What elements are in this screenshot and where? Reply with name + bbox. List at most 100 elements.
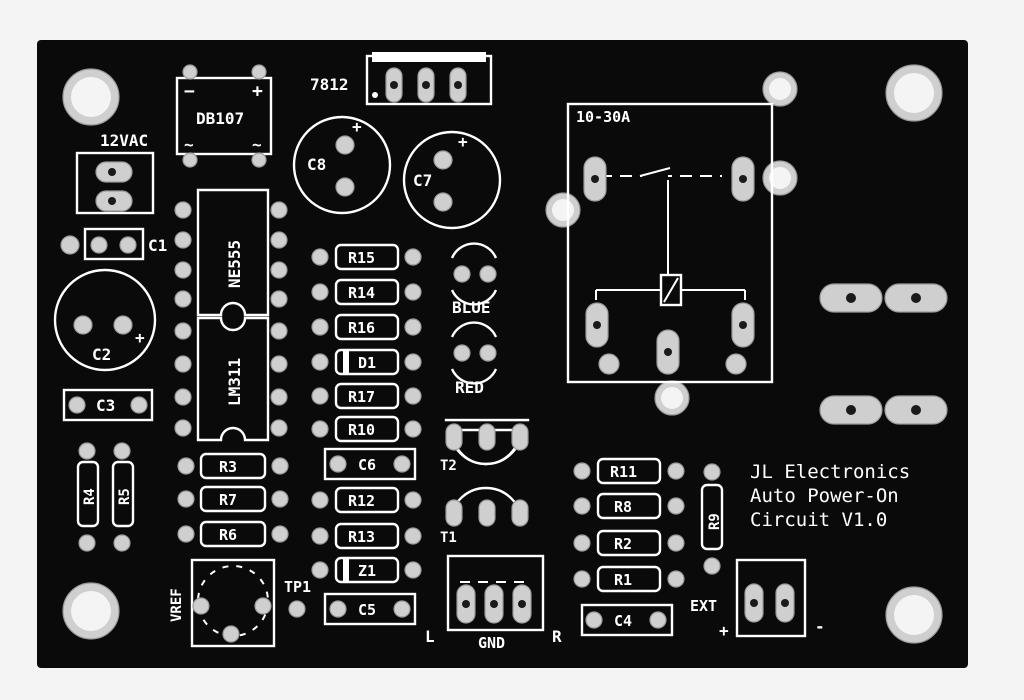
resistor-r4: R4 — [76, 442, 100, 552]
c8-label: C8 — [307, 155, 326, 174]
title-block: JL Electronics Auto Power-On Circuit V1.… — [750, 461, 910, 531]
r12-label: R12 — [348, 492, 375, 510]
vref-label: VREF — [169, 588, 185, 622]
ic-ne555: NE555 — [174, 188, 288, 317]
ac-input-connector: 12VAC — [75, 131, 155, 215]
r2-label: R2 — [614, 535, 632, 553]
led-red-label: RED — [455, 378, 484, 397]
resistor-r16: R16 — [311, 313, 422, 341]
resistor-r14: R14 — [311, 278, 422, 306]
trimmer-vref: VREF — [169, 558, 276, 648]
mounting-holes — [62, 64, 943, 644]
c2-label: C2 — [92, 345, 111, 364]
resistor-r2: R2 — [573, 529, 685, 557]
ic-lm311: LM311 — [174, 316, 288, 442]
transistor-t1: T1 — [440, 486, 529, 546]
r5-label: R5 — [117, 488, 133, 505]
resistor-r1: R1 — [573, 565, 685, 593]
right-label: R — [552, 627, 562, 646]
c1-label: C1 — [148, 236, 167, 255]
left-label: L — [425, 627, 435, 646]
r6-label: R6 — [219, 526, 237, 544]
capacitor-c4: C4 — [580, 603, 674, 637]
resistor-r7: R7 — [177, 485, 289, 513]
resistor-r15: R15 — [311, 243, 422, 271]
bridge-ac-left: ~ — [184, 135, 194, 154]
resistor-r5: R5 — [111, 442, 135, 552]
relay-rating-label: 10-30A — [576, 108, 630, 126]
bridge-rectifier-db107: − + DB107 ~ ~ — [175, 64, 273, 168]
c7-plus-label: + — [458, 132, 468, 151]
ac-input-label: 12VAC — [100, 131, 148, 150]
ext-plus-label: + — [719, 621, 729, 640]
resistor-r11: R11 — [573, 457, 685, 485]
z1-label: Z1 — [358, 562, 376, 580]
led-blue: BLUE — [450, 242, 498, 317]
output-terminal: L GND R — [425, 554, 562, 652]
resistor-r12: R12 — [311, 486, 422, 514]
r17-label: R17 — [348, 388, 375, 406]
bridge-minus-label: − — [184, 81, 195, 102]
c4-label: C4 — [614, 612, 632, 630]
c7-label: C7 — [413, 171, 432, 190]
r1-label: R1 — [614, 571, 632, 589]
relay-10-30a: 10-30A — [566, 102, 774, 384]
r14-label: R14 — [348, 284, 375, 302]
r13-label: R13 — [348, 528, 375, 546]
t2-label: T2 — [440, 458, 457, 474]
r7-label: R7 — [219, 491, 237, 509]
transistor-t2: T2 — [440, 418, 530, 474]
zener-z1: Z1 — [311, 556, 422, 584]
resistor-r3: R3 — [177, 452, 289, 480]
capacitor-c2: + C2 — [53, 268, 157, 372]
title-line-2: Auto Power-On — [750, 485, 899, 507]
c8-plus-label: + — [352, 117, 362, 136]
tp1-label: TP1 — [284, 578, 311, 596]
resistor-r17: R17 — [311, 382, 422, 410]
r9-label: R9 — [707, 513, 723, 530]
resistor-r13: R13 — [311, 522, 422, 550]
r8-label: R8 — [614, 498, 632, 516]
regulator-label: 7812 — [310, 75, 349, 94]
diode-d1: D1 — [311, 348, 422, 376]
bridge-ac-right: ~ — [252, 135, 262, 154]
title-line-3: Circuit V1.0 — [750, 509, 887, 531]
c2-plus-label: + — [135, 328, 145, 347]
led-red: RED — [450, 321, 498, 397]
r10-label: R10 — [348, 421, 375, 439]
c3-label: C3 — [96, 396, 115, 415]
d1-label: D1 — [358, 354, 376, 372]
ne555-label: NE555 — [225, 240, 244, 288]
regulator-7812: 7812 — [310, 52, 493, 106]
test-point-tp1: TP1 — [284, 578, 311, 618]
resistor-r8: R8 — [573, 492, 685, 520]
capacitor-c1: C1 — [60, 227, 167, 261]
r16-label: R16 — [348, 319, 375, 337]
t1-label: T1 — [440, 530, 457, 546]
r3-label: R3 — [219, 458, 237, 476]
led-blue-label: BLUE — [452, 298, 491, 317]
lm311-label: LM311 — [225, 358, 244, 406]
title-line-1: JL Electronics — [750, 461, 910, 483]
capacitor-c8: + C8 — [292, 115, 392, 215]
resistor-r9: R9 — [700, 463, 724, 575]
r11-label: R11 — [610, 463, 637, 481]
resistor-r6: R6 — [177, 520, 289, 548]
c6-label: C6 — [358, 456, 376, 474]
ext-label: EXT — [690, 597, 717, 615]
ext-minus-label: - — [815, 617, 825, 636]
r4-label: R4 — [82, 488, 98, 505]
capacitor-c6: C6 — [323, 447, 417, 481]
power-pads — [819, 283, 948, 425]
capacitor-c5: C5 — [323, 592, 417, 626]
ext-connector: EXT + - — [690, 558, 825, 640]
capacitor-c7: + C7 — [402, 130, 502, 230]
gnd-label: GND — [478, 634, 505, 652]
r15-label: R15 — [348, 249, 375, 267]
capacitor-c3: C3 — [62, 388, 154, 422]
c5-label: C5 — [358, 601, 376, 619]
resistor-r10: R10 — [311, 415, 422, 443]
bridge-label: DB107 — [196, 109, 244, 128]
bridge-plus-label: + — [252, 81, 263, 102]
